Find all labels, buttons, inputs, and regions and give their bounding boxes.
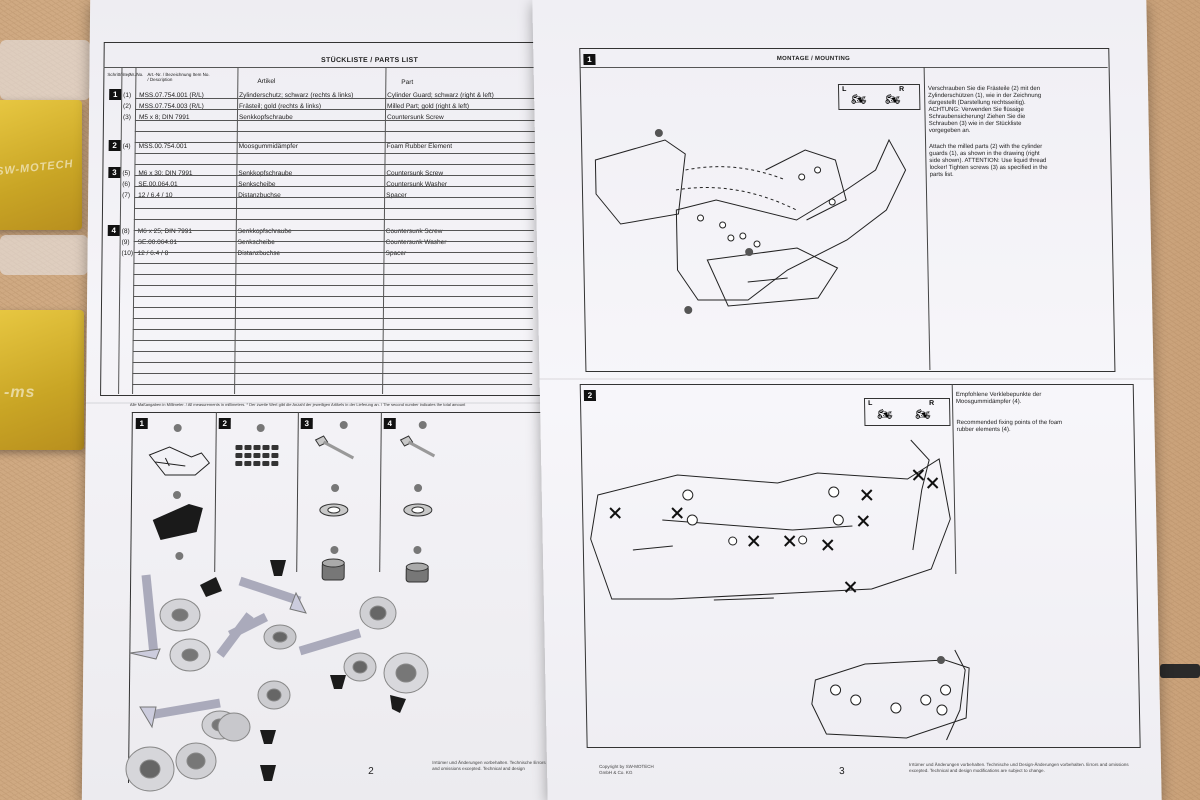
screw-sketch xyxy=(314,435,355,581)
mounting-sheet: 1 MONTAGE / MOUNTING L R 🏍 🏍 Verschraube… xyxy=(532,0,1162,800)
disclaimer-right: Irrtümer und Änderungen vorbehalten. Tec… xyxy=(908,762,1129,773)
mounting-diagrams xyxy=(590,129,970,741)
black-milled-part xyxy=(152,504,203,540)
callout-dot xyxy=(414,484,423,492)
callout-dot xyxy=(339,421,348,429)
cylinder-guard-sketch xyxy=(148,446,211,476)
callout-dot xyxy=(175,552,184,560)
callout-dot xyxy=(936,656,945,664)
countersunk-screws xyxy=(129,574,362,729)
screw-holes xyxy=(697,166,836,248)
page-number-right: 3 xyxy=(839,766,845,777)
gold-part-logo: -ms xyxy=(4,384,36,401)
callout-dot xyxy=(654,129,663,137)
gold-part-logo: SW-MOTECH xyxy=(0,157,75,179)
washers-and-spacers xyxy=(125,596,429,792)
gold-milled-part-bottom: -ms xyxy=(0,310,84,450)
callout-dot xyxy=(684,306,693,314)
cable-tip xyxy=(1160,664,1200,678)
callout-dot xyxy=(173,424,182,432)
black-screws xyxy=(200,560,406,781)
callout-dot xyxy=(418,421,427,429)
callout-dot xyxy=(256,424,265,432)
plastic-bag xyxy=(0,40,90,100)
parts-illustrations xyxy=(148,421,436,583)
callout-dot xyxy=(745,248,754,256)
fixing-point-marks xyxy=(609,469,939,593)
copyright: Copyright by SW-MOTECH GmbH & Co. KG xyxy=(598,764,654,775)
disclaimer-left: Irrtümer und Änderungen vorbehalten. Tec… xyxy=(432,760,546,771)
cylinder-guard-small xyxy=(811,649,970,741)
parts-list-sheet: STÜCKLISTE / PARTS LIST Schritt/Step Nr.… xyxy=(81,0,566,800)
plastic-bag xyxy=(0,235,88,275)
cylinder-guard-drawing xyxy=(590,439,951,601)
mounting-holes xyxy=(682,486,844,546)
callout-dot xyxy=(331,484,340,492)
exploded-cylinder-guard xyxy=(594,138,907,307)
callout-dot xyxy=(330,546,339,554)
hardware-pile xyxy=(125,560,429,792)
screw-sketch xyxy=(399,435,436,583)
foam-pad-markers xyxy=(830,684,952,716)
foam-pads xyxy=(235,445,279,466)
callout-dot xyxy=(173,491,182,499)
gold-milled-part-top: SW-MOTECH xyxy=(0,100,82,230)
callout-dot xyxy=(413,546,422,554)
